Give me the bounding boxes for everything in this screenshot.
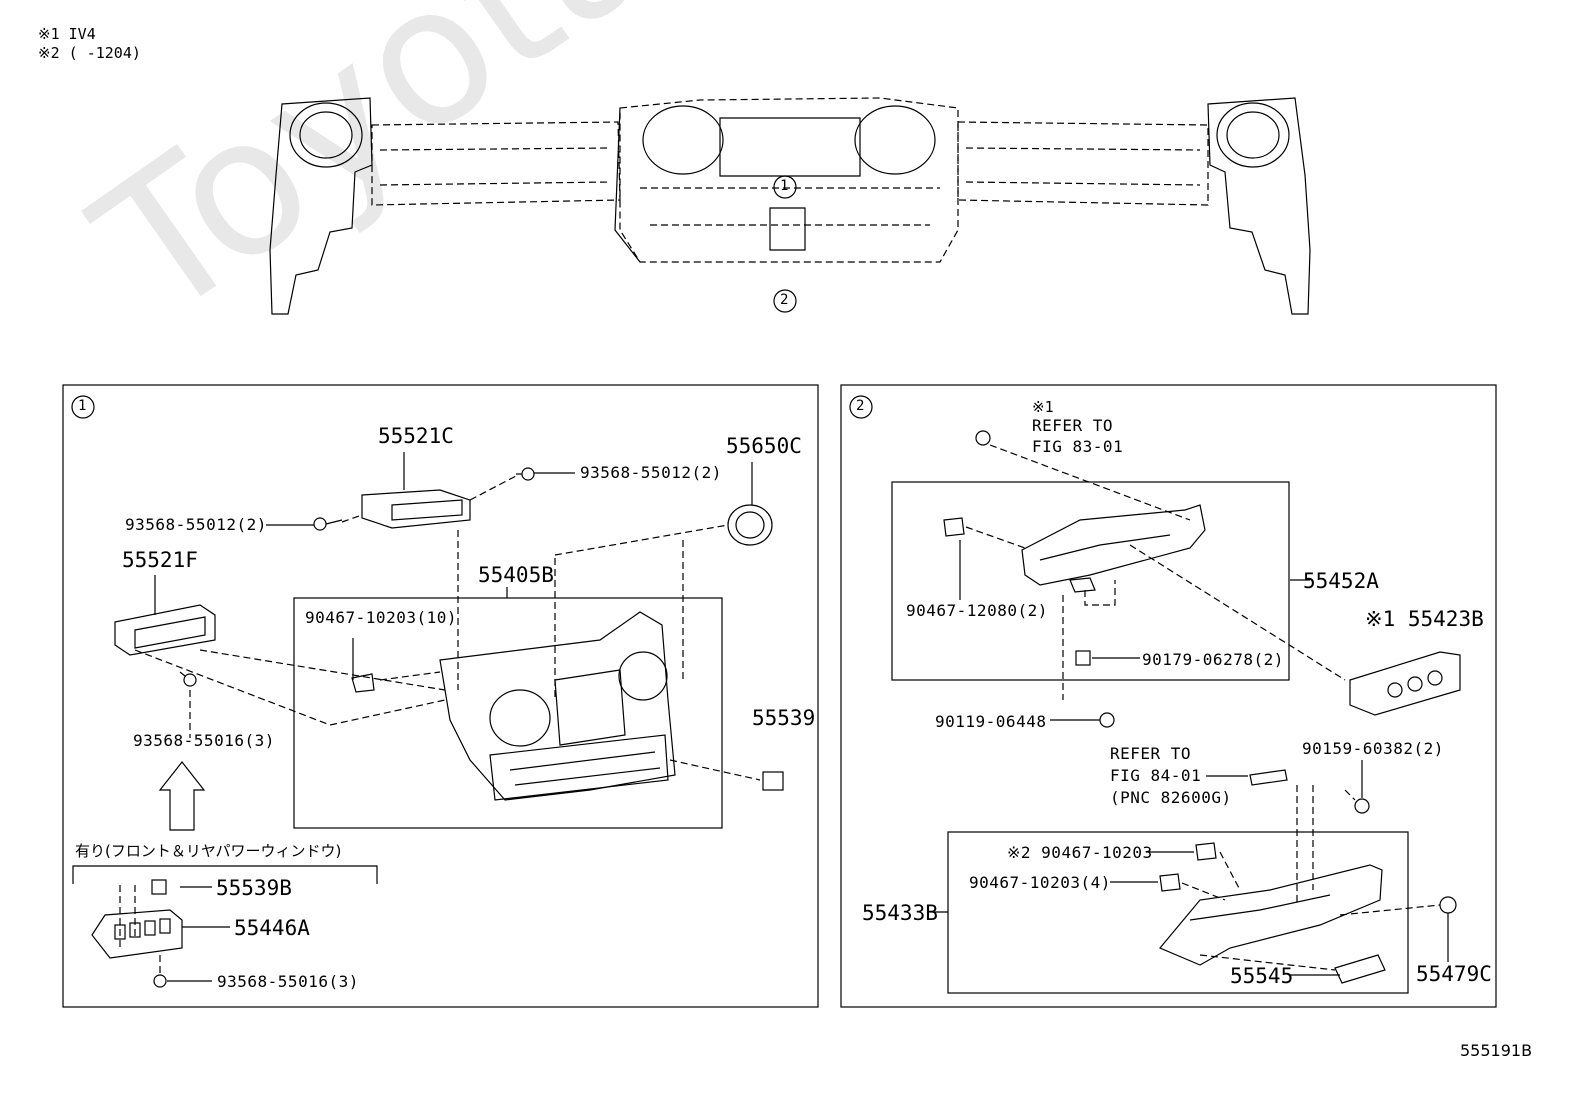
fasteners-panel-2	[943, 430, 1457, 914]
label-55521C: 55521C	[378, 424, 454, 448]
cluster-55405B-shape	[439, 611, 676, 801]
label-55452A: 55452A	[1303, 569, 1379, 593]
panel-1-callout: 1	[78, 398, 87, 414]
callout-1-overview	[773, 175, 797, 199]
label-55650C: 55650C	[726, 434, 802, 458]
panel-55423B-shape	[1349, 651, 1461, 716]
callout-2-overview	[773, 289, 797, 313]
label-90467-10203-10: 90467-10203(10)	[305, 608, 457, 627]
refer-2-line-1: REFER TO	[1110, 744, 1192, 763]
label-90467-10203-s2: ※2 90467-10203	[1007, 843, 1153, 862]
option-label: 有り(フロント＆リヤパワーウィンドウ)	[75, 842, 342, 860]
label-55539B: 55539B	[216, 876, 292, 900]
label-55479C: 55479C	[1416, 962, 1492, 986]
label-55405B: 55405B	[478, 563, 554, 587]
refer-2-line-2: FIG 84-01	[1110, 766, 1202, 785]
bracket-55452A-shape	[1021, 504, 1206, 593]
panel-1-frame	[62, 384, 819, 1008]
panel-1-callout-circle	[71, 395, 95, 419]
label-55545: 55545	[1230, 964, 1294, 988]
pocket-55521F-shape	[114, 575, 216, 656]
subbox-55452A	[891, 481, 1290, 681]
pocket-55521C-shape	[361, 452, 471, 529]
label-55423B: ※1 55423B	[1365, 607, 1484, 631]
refer-1-mark: ※1	[1032, 398, 1054, 416]
up-arrow-icon	[158, 761, 206, 831]
panel-55433B-shape	[1159, 864, 1383, 966]
panel-2-frame	[840, 384, 1497, 1008]
vent-55650C-shape	[727, 462, 773, 546]
refer-1-line-2: FIG 83-01	[1032, 437, 1124, 456]
label-55521F: 55521F	[122, 548, 198, 572]
label-55539: 55539	[752, 706, 816, 730]
overview-callout-2: 2	[780, 292, 789, 308]
label-90467-12080: 90467-12080(2)	[906, 601, 1048, 620]
fasteners-panel-1	[153, 467, 535, 988]
refer-2-line-3: (PNC 82600G)	[1110, 788, 1232, 807]
strip-55545-shape	[1334, 954, 1386, 984]
label-leaders-panel-1	[167, 472, 575, 982]
label-90119-06448: 90119-06448	[935, 712, 1047, 731]
switch-55446A-shape	[91, 879, 183, 959]
overview-callout-1: 1	[780, 178, 789, 194]
subbox-55405B	[293, 597, 723, 829]
label-55446A: 55446A	[234, 916, 310, 940]
label-90159-60382: 90159-60382(2)	[1302, 739, 1444, 758]
figure-id: 555191B	[1460, 1041, 1533, 1060]
label-90179-06278: 90179-06278(2)	[1142, 650, 1284, 669]
note-1: ※1 IV4	[38, 25, 96, 43]
pocket-82600G-shape	[1249, 769, 1288, 786]
label-93568-55016-b: 93568-55016(3)	[217, 972, 359, 991]
leader-lines-panel-1	[119, 475, 761, 975]
clip-55539-shape	[762, 771, 784, 791]
option-bracket	[72, 865, 378, 884]
leader-lines-panel-2	[965, 444, 1441, 971]
label-leaders-panel-2	[930, 540, 1449, 976]
refer-1-line-1: REFER TO	[1032, 416, 1114, 435]
panel-2-callout: 2	[856, 398, 865, 414]
label-93568-55012-left: 93568-55012(2)	[125, 515, 267, 534]
label-90467-10203-4: 90467-10203(4)	[969, 873, 1111, 892]
label-93568-55016-a: 93568-55016(3)	[133, 731, 275, 750]
panel-2-callout-circle	[849, 395, 873, 419]
label-55433B: 55433B	[862, 901, 938, 925]
note-2: ※2 ( -1204)	[38, 44, 141, 62]
instrument-panel-overview	[269, 97, 1311, 315]
label-93568-55012-top: 93568-55012(2)	[580, 463, 722, 482]
